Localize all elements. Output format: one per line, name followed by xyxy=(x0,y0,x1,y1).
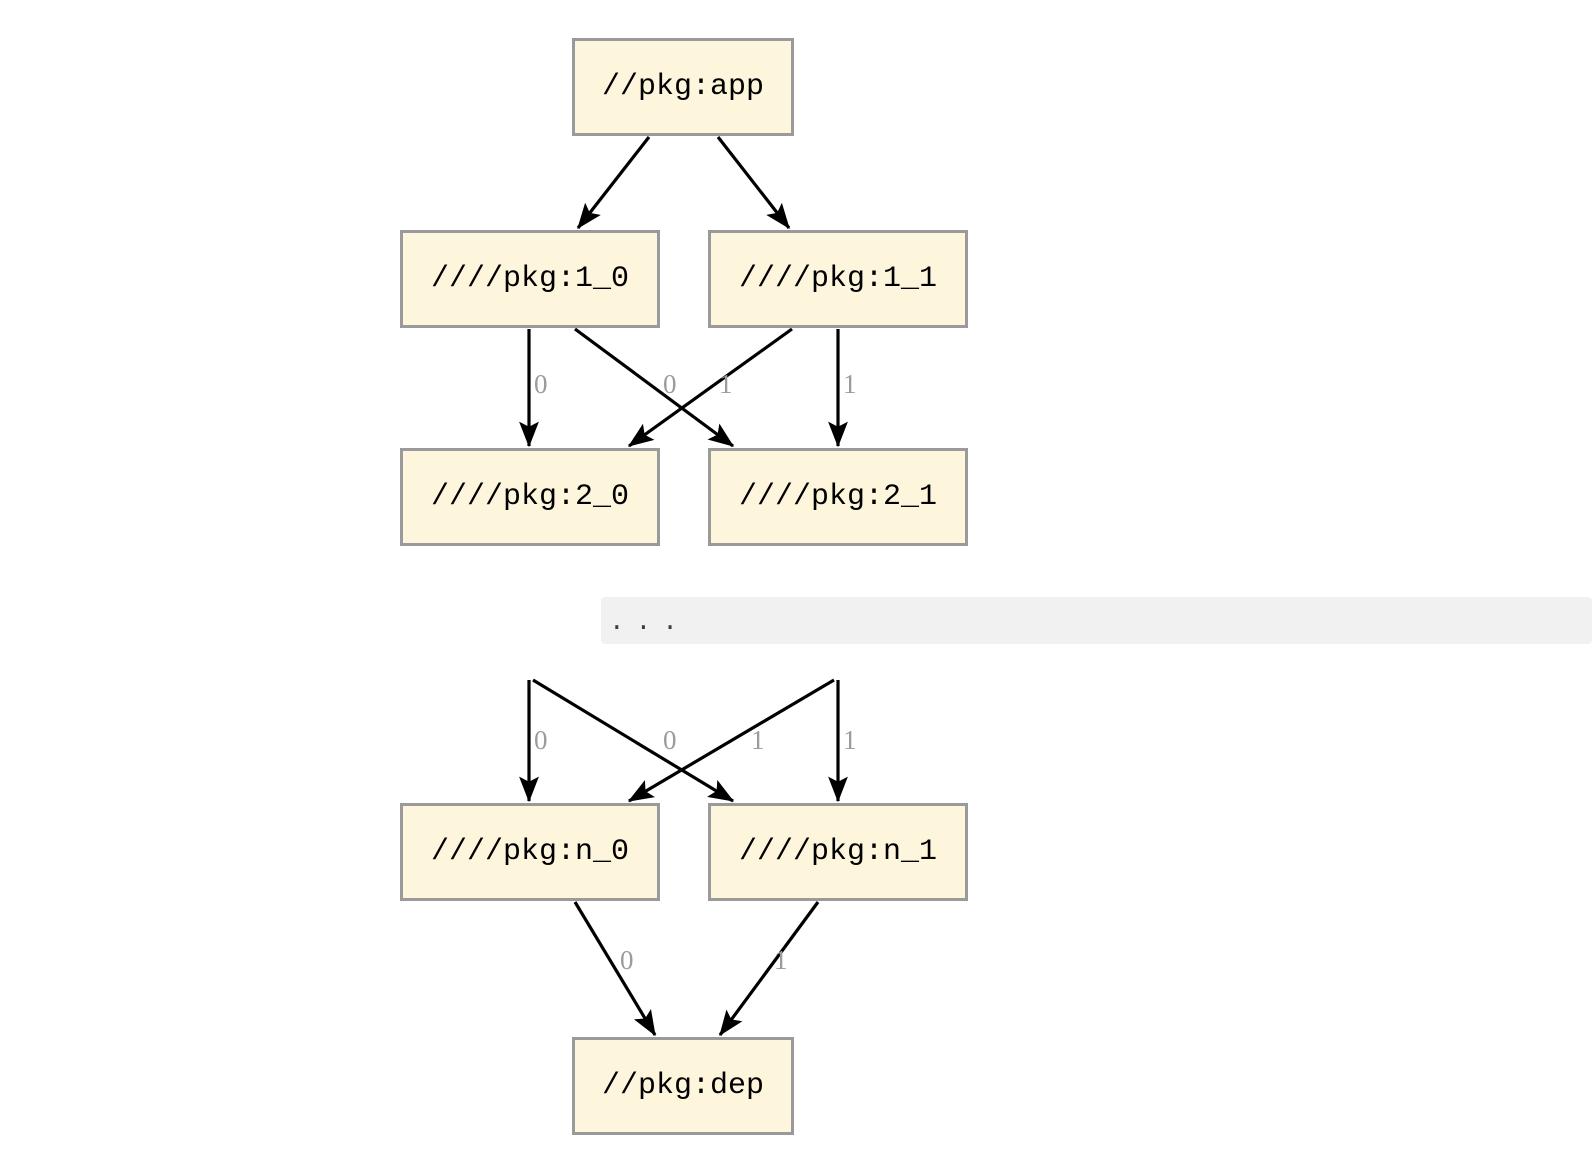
edge-label: 1 xyxy=(719,369,733,399)
node-label: ////pkg:n_0 xyxy=(430,835,630,869)
edge-nn_1-to-dep xyxy=(718,901,820,1037)
node-label: ////pkg:1_1 xyxy=(738,262,938,296)
node-label: ////pkg:2_1 xyxy=(738,480,938,514)
node-dep[interactable]: //pkg:dep xyxy=(572,1037,794,1135)
node-app[interactable]: //pkg:app xyxy=(572,38,794,136)
node-n1_1[interactable]: ////pkg:1_1 xyxy=(708,230,968,328)
edge-app-to-n1_1 xyxy=(716,136,791,230)
node-label: //pkg:app xyxy=(601,70,765,104)
edge-label: 1 xyxy=(843,369,857,399)
node-n2_0[interactable]: ////pkg:2_0 xyxy=(400,448,660,546)
node-n2_1[interactable]: ////pkg:2_1 xyxy=(708,448,968,546)
edge-label: 0 xyxy=(663,725,677,755)
node-label: //pkg:dep xyxy=(601,1069,765,1103)
edge-n1_0-to-n2_1 xyxy=(574,327,735,448)
node-n1_0[interactable]: ////pkg:1_0 xyxy=(400,230,660,328)
edge-app-to-n1_0 xyxy=(576,136,651,230)
edge-nn_0-to-dep xyxy=(573,901,657,1037)
ellipsis-label: ... xyxy=(609,607,689,637)
edge-label: 0 xyxy=(534,369,548,399)
edge-label: 1 xyxy=(843,725,857,755)
node-label: ////pkg:n_1 xyxy=(738,835,938,869)
edge-label: 0 xyxy=(534,725,548,755)
ellipsis-separator-band: ... xyxy=(601,597,1592,644)
node-nn_0[interactable]: ////pkg:n_0 xyxy=(400,803,660,901)
edge-label: 0 xyxy=(620,945,634,975)
node-nn_1[interactable]: ////pkg:n_1 xyxy=(708,803,968,901)
node-label: ////pkg:2_0 xyxy=(430,480,630,514)
edge-n1_1-to-n2_0 xyxy=(627,327,793,448)
node-label: ////pkg:1_0 xyxy=(430,262,630,296)
edge-label: 0 xyxy=(663,369,677,399)
edge-src-to-nn_1 xyxy=(532,678,735,803)
edge-src-to-nn_0 xyxy=(627,678,835,803)
edge-label: 1 xyxy=(774,945,788,975)
edge-label: 1 xyxy=(751,725,765,755)
edge-layer xyxy=(519,136,848,1037)
